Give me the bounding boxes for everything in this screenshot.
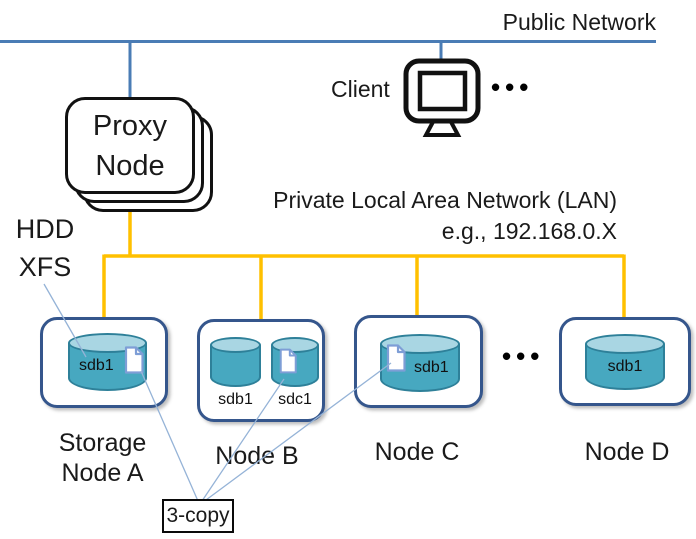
storage-node-d-box: sdb1	[559, 317, 691, 406]
object-file-icon	[386, 344, 406, 372]
disk-cylinder-node-b-sdc1	[271, 337, 319, 387]
disk-label: sdb1	[414, 359, 449, 376]
object-file-icon	[124, 346, 144, 374]
storage-node-c-box: sdb1	[354, 315, 483, 408]
private-lan-label-line2: e.g., 192.168.0.X	[441, 218, 617, 244]
cylinder-top-ellipse	[585, 334, 665, 354]
client-ellipsis: •••	[491, 72, 534, 102]
disk-cylinder-node-a: sdb1	[68, 333, 147, 391]
disk-label: sdc1	[278, 391, 312, 408]
object-file-icon	[279, 348, 297, 374]
disk-cylinder-node-b-sdb1	[210, 337, 261, 387]
cylinder-top-ellipse	[210, 337, 261, 353]
xfs-label: XFS	[18, 252, 72, 282]
node-d-label: Node D	[584, 438, 670, 466]
public-network-label: Public Network	[502, 9, 656, 35]
storage-node-a-label: Storage Node A	[40, 428, 165, 488]
node-b-label: Node B	[215, 442, 299, 470]
three-copy-label: 3-copy	[166, 504, 230, 527]
client-label: Client	[331, 76, 390, 102]
more-nodes-ellipsis: •••	[502, 341, 545, 371]
disk-label: sdb1	[218, 391, 253, 408]
storage-node-a-label-line1: Storage	[58, 429, 147, 457]
proxy-node-label-line2: Node	[95, 149, 165, 182]
proxy-node-card-front: Proxy Node	[65, 97, 195, 194]
storage-node-a-label-line2: Node A	[61, 459, 144, 487]
hdd-label: HDD	[15, 214, 75, 244]
disk-cylinder-node-d: sdb1	[585, 334, 665, 390]
client-monitor-icon	[403, 58, 481, 137]
private-lan-label-line1: Private Local Area Network (LAN)	[273, 187, 617, 213]
proxy-node-label-line1: Proxy	[92, 109, 168, 142]
node-c-label: Node C	[374, 438, 460, 466]
disk-cylinder-node-c: sdb1	[380, 334, 460, 392]
hdd-xfs-label: HDD XFS	[14, 210, 76, 286]
disk-label: sdb1	[607, 358, 643, 375]
three-copy-box: 3-copy	[162, 499, 234, 533]
disk-label: sdb1	[79, 357, 114, 374]
storage-node-b-box: sdb1 sdc1	[197, 319, 325, 422]
storage-node-a-box: sdb1	[40, 317, 168, 408]
private-lan-label: Private Local Area Network (LAN) e.g., 1…	[273, 185, 617, 247]
